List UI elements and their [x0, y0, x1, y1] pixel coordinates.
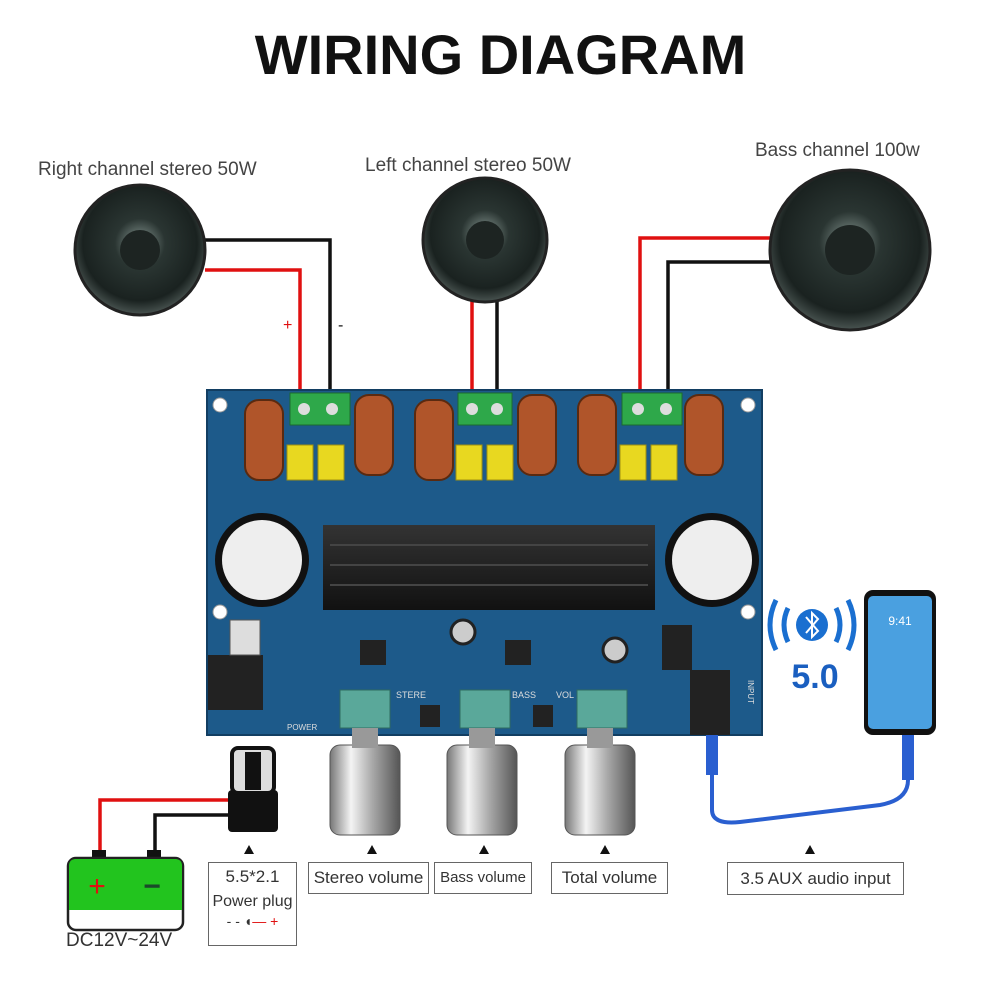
stereo-volume-knob — [329, 728, 401, 836]
board-stereo-label: STERE — [396, 690, 426, 700]
power-plug-label: Power plug — [212, 893, 293, 910]
board-input-label: INPUT — [746, 680, 755, 704]
phone-icon: 9:41 — [706, 590, 936, 780]
right-speaker — [73, 183, 207, 317]
bluetooth-icon: 5.0 — [767, 598, 857, 696]
battery-icon: + − — [66, 850, 185, 932]
bass-volume-label: Bass volume — [434, 862, 532, 894]
power-plug-box: 5.5*2.1 Power plug - - ◖— + — [208, 862, 297, 946]
total-volume-knob — [564, 728, 636, 836]
amplifier-board: STERE BASS VOL POWER INPUT — [206, 389, 763, 736]
power-size: 5.5*2.1 — [225, 867, 280, 886]
right-channel-label: Right channel stereo 50W — [38, 159, 257, 180]
board-bass-label: BASS — [512, 690, 536, 700]
battery-voltage-label: DC12V~24V — [66, 930, 173, 951]
power-plug-icon — [228, 746, 278, 832]
bass-speaker — [768, 168, 932, 332]
page-title: WIRING DIAGRAM — [254, 23, 747, 86]
pointer-total — [600, 845, 610, 854]
battery-minus: − — [143, 870, 161, 903]
aux-input-label: 3.5 AUX audio input — [727, 862, 904, 895]
pointer-aux — [805, 845, 815, 854]
left-channel-label: Left channel stereo 50W — [365, 155, 571, 176]
pointer-stereo — [367, 845, 377, 854]
power-polarity-symbol: - - ◖— + — [226, 913, 279, 929]
bass-channel-label: Bass channel 100w — [755, 140, 920, 161]
phone-time: 9:41 — [888, 614, 912, 628]
left-speaker — [421, 176, 549, 304]
pointer-power — [244, 845, 254, 854]
bluetooth-version: 5.0 — [791, 658, 838, 696]
pointer-bass — [479, 845, 489, 854]
plus-sign: + — [283, 317, 292, 334]
bass-volume-knob — [446, 728, 518, 836]
speaker-wires — [98, 236, 910, 858]
stereo-volume-label: Stereo volume — [308, 862, 429, 894]
board-power-label: POWER — [287, 723, 317, 732]
board-vol-label: VOL — [556, 690, 574, 700]
battery-plus: + — [88, 870, 106, 903]
total-volume-label: Total volume — [551, 862, 668, 894]
minus-sign: - — [338, 317, 343, 334]
